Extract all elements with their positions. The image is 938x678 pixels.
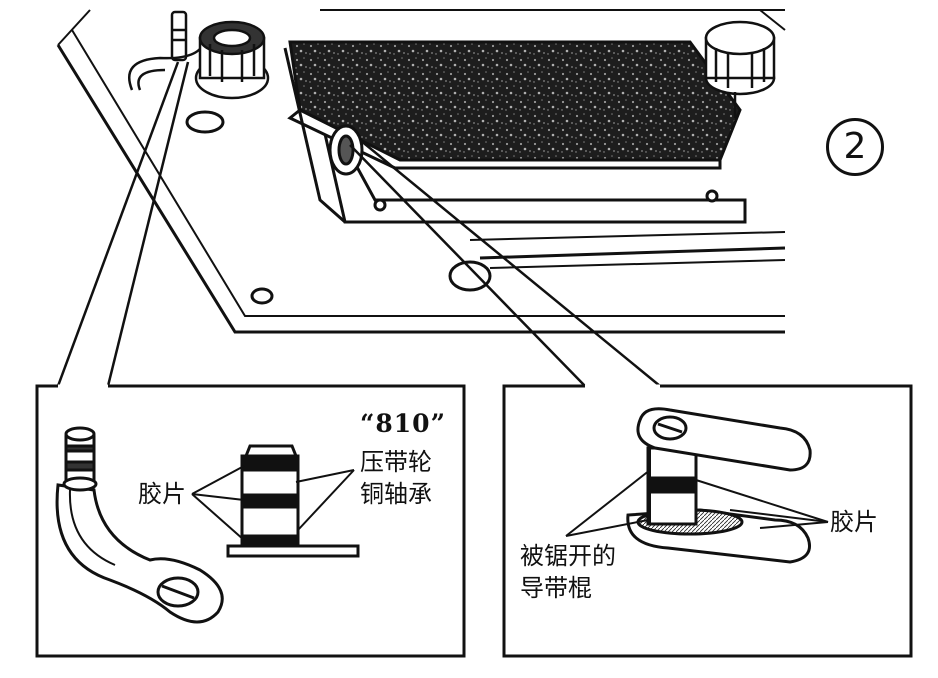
left-film-label: 胶片 (138, 480, 186, 508)
pressure-roller-knob (194, 20, 270, 100)
film-guide-post (128, 10, 207, 91)
left-inset-roller (226, 444, 360, 558)
plate-hole (185, 110, 225, 134)
guide-slot (448, 260, 492, 292)
right-film-label: 胶片 (830, 508, 878, 536)
part-number-label: “810” (360, 409, 446, 438)
sawn-guide-label-line1: 被锯开的 (520, 542, 616, 570)
sawn-guide-label-line2: 导带棍 (520, 574, 592, 602)
figure-number-badge: 2 (826, 118, 884, 176)
callout-lines (56, 61, 661, 387)
right-inset-leader-lines (565, 469, 829, 537)
copper-bearing-label: 铜轴承 (360, 480, 432, 508)
felt-pad-assembly (283, 40, 747, 224)
left-inset-post-arm (55, 426, 224, 624)
left-inset-leader-lines (191, 465, 355, 541)
tension-knob (704, 20, 776, 118)
pressure-roller-label: 压带轮 (360, 448, 432, 476)
deck-plate (56, 9, 786, 334)
figure-number: 2 (843, 126, 867, 167)
plate-screw-head (250, 287, 274, 305)
